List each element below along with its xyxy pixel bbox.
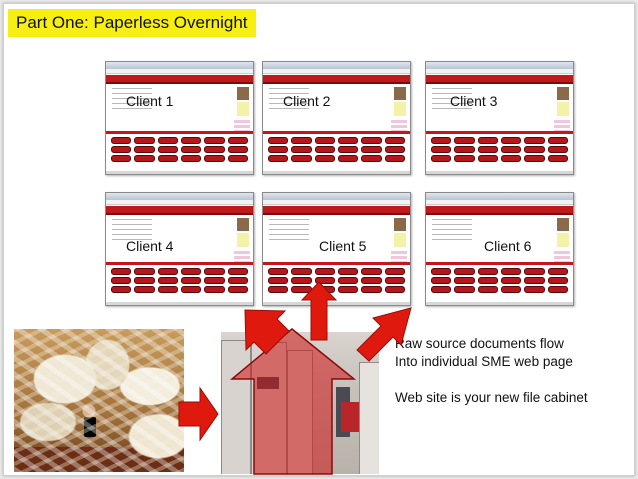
client-2-label: Client 2	[283, 93, 331, 109]
caption-text: Raw source documents flow Into individua…	[395, 335, 588, 407]
caption-line-2: Into individual SME web page	[395, 354, 573, 369]
client-3-thumbnail[interactable]: Client 3	[425, 61, 574, 175]
arrow-up-icon	[300, 281, 338, 341]
client-5-label: Client 5	[319, 238, 367, 254]
client-6-label: Client 6	[484, 238, 532, 254]
caption-line-1: Raw source documents flow	[395, 336, 564, 351]
arrow-right-icon	[178, 386, 219, 442]
big-up-arrow-icon	[229, 328, 357, 475]
client-6-thumbnail[interactable]: Client 6	[425, 192, 574, 306]
client-4-thumbnail[interactable]: Client 4	[105, 192, 254, 306]
slide: Part One: Paperless Overnight Client 1 C…	[3, 3, 635, 476]
client-3-label: Client 3	[450, 93, 498, 109]
client-2-thumbnail[interactable]: Client 2	[262, 61, 411, 175]
client-1-label: Client 1	[126, 93, 174, 109]
arrow-up-right-icon	[356, 307, 412, 362]
client-1-thumbnail[interactable]: Client 1	[105, 61, 254, 175]
paper-pile-photo	[14, 329, 184, 472]
client-5-thumbnail[interactable]: Client 5	[262, 192, 411, 306]
arrow-up-left-icon	[244, 309, 290, 355]
client-4-label: Client 4	[126, 238, 174, 254]
slide-title: Part One: Paperless Overnight	[8, 9, 256, 37]
arrows-overlay	[178, 281, 412, 475]
caption-line-3: Web site is your new file cabinet	[395, 390, 588, 405]
